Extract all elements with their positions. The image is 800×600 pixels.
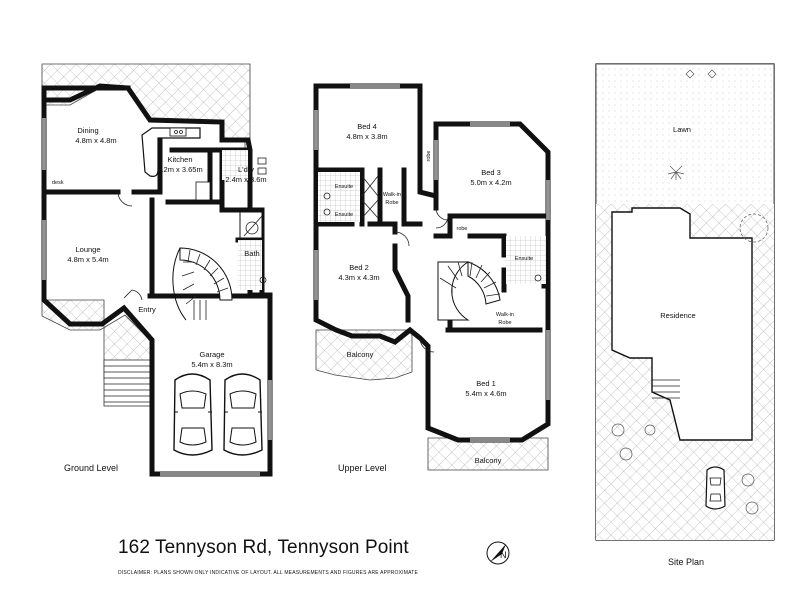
upper-outer-walls bbox=[313, 83, 551, 443]
walkin-robe-b-line1: Walk-in bbox=[496, 312, 514, 318]
walkin-robe-a-line2: Robe bbox=[385, 200, 398, 206]
garage-label: Garage bbox=[199, 350, 224, 359]
upper-level-plan: Bed 4 4.8m x 3.8m Bed 3 5.0m x 4.2m Bed … bbox=[313, 83, 551, 473]
kitchen-dims: 3.2m x 3.65m bbox=[157, 165, 202, 174]
bed4-label: Bed 4 bbox=[357, 122, 377, 131]
ensuite-tiles-a bbox=[318, 172, 360, 222]
desk-label: desk bbox=[52, 180, 64, 186]
bed3-label: Bed 3 bbox=[481, 168, 501, 177]
dining-label: Dining bbox=[77, 126, 98, 135]
bath-floor bbox=[238, 240, 262, 290]
north-label: N bbox=[500, 550, 507, 560]
upper-level-title: Upper Level bbox=[338, 463, 387, 473]
bed1-label: Bed 1 bbox=[476, 379, 496, 388]
residence-footprint bbox=[611, 207, 753, 441]
north-arrow-icon: N bbox=[486, 541, 510, 565]
dining-dims: 4.8m x 4.8m bbox=[75, 136, 116, 145]
robe-label: robe bbox=[456, 226, 467, 232]
garage-dims: 5.4m x 8.3m bbox=[191, 360, 232, 369]
laundry-floor bbox=[222, 150, 248, 180]
walkin-robe-a-line1: Walk-in bbox=[383, 192, 401, 198]
entry-label: Entry bbox=[138, 305, 156, 314]
site-car bbox=[705, 466, 726, 510]
upper-balcony-left bbox=[315, 329, 413, 381]
bath-label: Bath bbox=[244, 249, 259, 258]
bed2-dims: 4.3m x 4.3m bbox=[338, 273, 379, 282]
ground-level-plan: Dining 4.8m x 4.8m Kitchen 3.2m x 3.65m … bbox=[41, 63, 273, 477]
lounge-dims: 4.8m x 5.4m bbox=[67, 255, 108, 264]
kitchen-sink bbox=[169, 127, 187, 137]
lawn-label: Lawn bbox=[673, 125, 691, 134]
laundry-label: L'dry bbox=[238, 165, 254, 174]
site-plan: Lawn Residence Site Plan bbox=[595, 63, 775, 567]
site-plants bbox=[611, 69, 769, 515]
balcony-bottom-label: Balcony bbox=[475, 456, 502, 465]
residence-label: Residence bbox=[660, 311, 695, 320]
ensuite-tiles-b bbox=[506, 236, 546, 284]
ensuite-label-c: Ensuite bbox=[515, 256, 533, 262]
laundry-dims: 2.4m x 3.6m bbox=[225, 175, 266, 184]
bed3-dims: 5.0m x 4.2m bbox=[470, 178, 511, 187]
upper-spiral-stair bbox=[437, 261, 501, 321]
disclaimer-text: DISCLAIMER: PLANS SHOWN ONLY INDICATIVE … bbox=[118, 570, 419, 576]
bed2-label: Bed 2 bbox=[349, 263, 369, 272]
garage-cars bbox=[173, 373, 263, 456]
walkin-robe-b-line2: Robe bbox=[498, 320, 511, 326]
lounge-label: Lounge bbox=[75, 245, 100, 254]
ensuite-label-a: Ensuite bbox=[335, 184, 353, 190]
balcony-left-label: Balcony bbox=[347, 350, 374, 359]
property-address: 162 Tennyson Rd, Tennyson Point bbox=[118, 537, 409, 558]
ground-front-steps bbox=[103, 359, 151, 407]
ground-level-title: Ground Level bbox=[64, 463, 118, 473]
robe-vertical-label: robe bbox=[426, 150, 432, 161]
kitchen-bench bbox=[141, 127, 201, 177]
ground-spiral-stair bbox=[172, 247, 233, 321]
upper-balcony-bottom bbox=[427, 437, 549, 471]
bed1-dims: 5.4m x 4.6m bbox=[465, 389, 506, 398]
ensuite-label-b: Ensuite bbox=[335, 212, 353, 218]
kitchen-label: Kitchen bbox=[167, 155, 192, 164]
site-plan-title: Site Plan bbox=[668, 557, 704, 567]
bed4-dims: 4.8m x 3.8m bbox=[346, 132, 387, 141]
